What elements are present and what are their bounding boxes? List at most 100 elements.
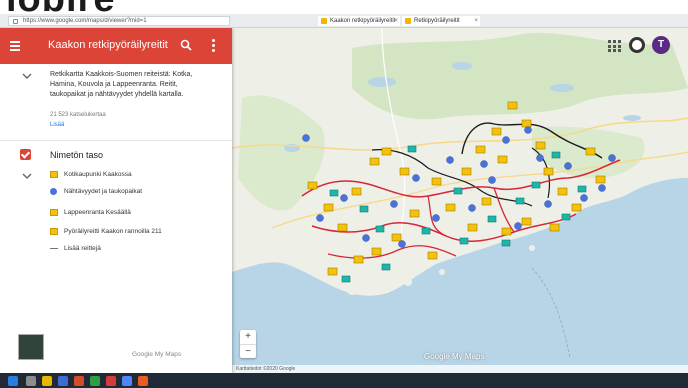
- browser-tab-1[interactable]: Kaakon retkipyöräilyreitit ×: [318, 16, 400, 26]
- footer-link[interactable]: Google My Maps: [132, 351, 182, 358]
- layer-checkbox[interactable]: [20, 149, 31, 160]
- flag-marker: [543, 167, 554, 176]
- more-options-icon[interactable]: [208, 39, 218, 53]
- sea-border: [531, 267, 571, 359]
- dot-marker: [390, 200, 398, 208]
- start-icon[interactable]: [8, 376, 18, 386]
- top-banner: lobire: [0, 0, 688, 14]
- teal-marker: [531, 181, 541, 189]
- flag-marker: [445, 203, 456, 212]
- legend-item[interactable]: Pyöräilyreitti Kaakon rannoilla 211: [50, 228, 162, 235]
- dot-marker: [468, 204, 476, 212]
- flag-marker: [431, 177, 442, 186]
- teal-marker: [359, 205, 369, 213]
- legend-item[interactable]: Kotikaupunki Kaakossa: [50, 171, 132, 178]
- map-attribution: Karttatiedot ©2020 Google: [232, 365, 688, 373]
- layer-name: Nimetön taso: [50, 150, 104, 160]
- app-icon[interactable]: [90, 376, 100, 386]
- line-icon: [50, 248, 58, 249]
- dot-marker: [340, 194, 348, 202]
- zoom-in-button[interactable]: +: [245, 331, 251, 342]
- flag-marker: [549, 223, 560, 232]
- teal-marker: [501, 239, 511, 247]
- teal-marker: [561, 213, 571, 221]
- teal-marker: [341, 275, 351, 283]
- app-icon[interactable]: [106, 376, 116, 386]
- tab-favicon-icon: [405, 18, 411, 24]
- legend-item[interactable]: Lisää reittejä: [50, 245, 101, 252]
- avatar[interactable]: T: [652, 36, 670, 54]
- route-red: [493, 187, 515, 233]
- dot-marker: [480, 160, 488, 168]
- chevron-down-icon[interactable]: [22, 72, 32, 80]
- browser-icon[interactable]: [58, 376, 68, 386]
- flag-marker: [491, 127, 502, 136]
- legend-item-label: Lisää reittejä: [64, 245, 101, 252]
- lock-icon: [13, 19, 18, 24]
- close-icon[interactable]: ×: [474, 18, 478, 24]
- dot-marker: [608, 154, 616, 162]
- flag-marker: [521, 119, 532, 128]
- app-icon[interactable]: [74, 376, 84, 386]
- browser-toolbar: https://www.google.com/maps/d/viewer?mid…: [0, 14, 688, 28]
- chevron-down-icon[interactable]: [22, 172, 32, 180]
- map-canvas[interactable]: T + − Google My Maps Karttatiedot ©2020 …: [232, 28, 688, 373]
- flag-marker: [467, 223, 478, 232]
- island: [347, 285, 357, 295]
- flag-markers: [307, 101, 606, 276]
- search-icon[interactable]: [180, 39, 192, 51]
- map-thumbnail[interactable]: [18, 334, 44, 360]
- flag-marker: [409, 209, 420, 218]
- dot-marker: [488, 176, 496, 184]
- dot-marker: [398, 240, 406, 248]
- dot-marker: [502, 136, 510, 144]
- flag-marker: [369, 157, 380, 166]
- dot-marker: [412, 174, 420, 182]
- flag-marker: [475, 145, 486, 154]
- legend-item[interactable]: Lappeenranta Kesäällä: [50, 209, 131, 216]
- browser-tab-2[interactable]: Retkipyöräilyreitit ×: [402, 16, 480, 26]
- flag-marker: [481, 197, 492, 206]
- search-icon[interactable]: [26, 376, 36, 386]
- flag-marker: [353, 255, 364, 264]
- zoom-control: + −: [240, 330, 256, 358]
- flag-marker: [595, 175, 606, 184]
- dot-marker: [316, 214, 324, 222]
- flag-marker: [557, 187, 568, 196]
- flag-marker: [327, 267, 338, 276]
- teal-marker: [577, 185, 587, 193]
- menu-icon[interactable]: [10, 41, 20, 51]
- forest-area: [238, 95, 325, 211]
- lake: [368, 77, 396, 87]
- settings-icon[interactable]: [629, 37, 645, 53]
- teal-marker: [421, 227, 431, 235]
- teal-marker: [551, 151, 561, 159]
- flag-marker: [521, 217, 532, 226]
- folder-icon[interactable]: [42, 376, 52, 386]
- dot-marker: [362, 234, 370, 242]
- flag-marker: [585, 147, 596, 156]
- flag-marker: [535, 141, 546, 150]
- forest-area: [352, 32, 688, 120]
- road: [381, 28, 406, 249]
- flag-marker: [461, 167, 472, 176]
- apps-grid-icon[interactable]: [608, 40, 622, 52]
- address-bar[interactable]: https://www.google.com/maps/d/viewer?mid…: [8, 16, 230, 26]
- dot-marker: [598, 184, 606, 192]
- island: [529, 245, 535, 251]
- flag-marker: [381, 147, 392, 156]
- panel-header: Kaakon retkipyöräilyreitit: [0, 28, 232, 64]
- route-red: [427, 195, 447, 237]
- dot-icon: [50, 188, 57, 195]
- legend-item[interactable]: Nähtävyydet ja taukopaikat: [50, 188, 142, 195]
- more-link[interactable]: Lisää: [50, 122, 65, 128]
- app-icon[interactable]: [138, 376, 148, 386]
- tab-label: Retkipyöräilyreitit: [414, 18, 460, 24]
- banner-text: lobire: [6, 0, 115, 14]
- app-icon[interactable]: [122, 376, 132, 386]
- legend-item-label: Pyöräilyreitti Kaakon rannoilla 211: [64, 228, 162, 235]
- zoom-out-button[interactable]: −: [240, 344, 256, 358]
- close-icon[interactable]: ×: [394, 18, 398, 24]
- dot-marker: [524, 126, 532, 134]
- map-description: Retkikartta Kaakkois-Suomen reiteistä: K…: [50, 71, 193, 98]
